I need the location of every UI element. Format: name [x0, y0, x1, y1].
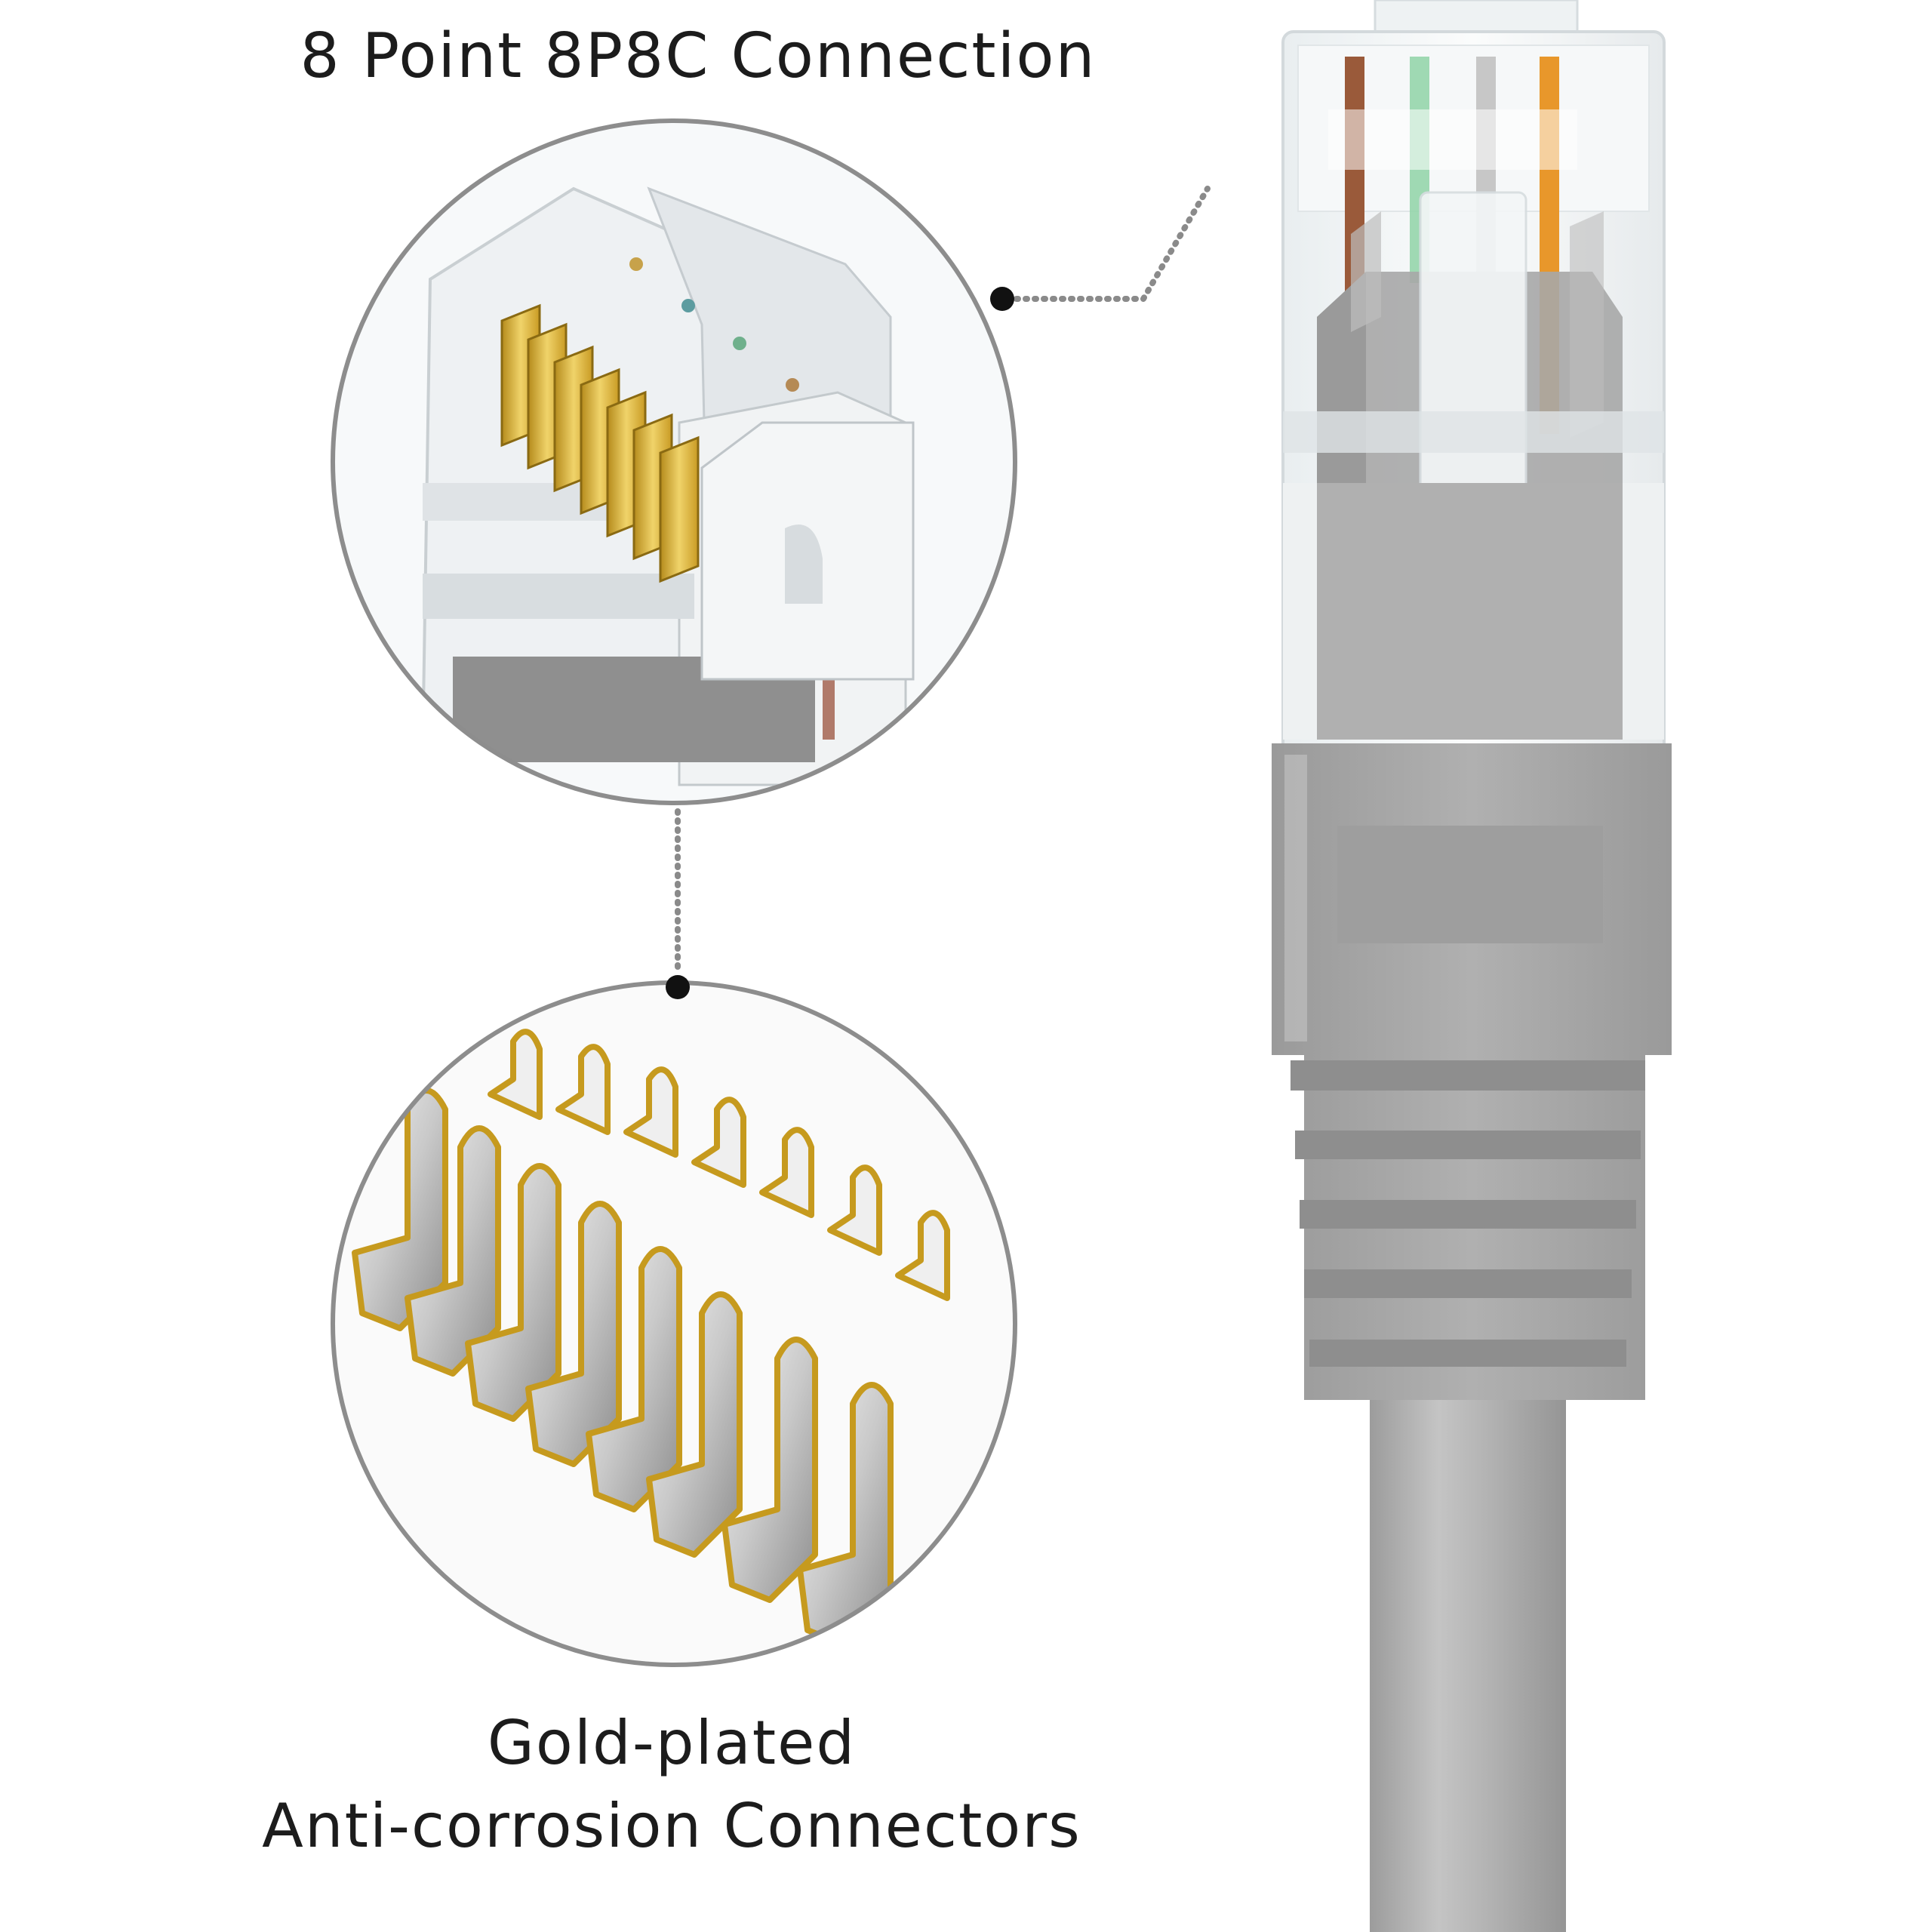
connector-detail-circle [331, 118, 1017, 805]
cable [1370, 1400, 1566, 1932]
callout-dot-icon [666, 975, 690, 999]
gold-pins-detail-circle [331, 980, 1017, 1667]
callout-dot-icon [990, 287, 1014, 311]
callout-lines [666, 186, 1211, 999]
connection-caption: 8 Point 8P8C Connection [300, 20, 1097, 92]
gold-plated-caption-line1: Gold-plated [487, 1708, 857, 1778]
cable-boot [1272, 743, 1672, 1400]
gold-plated-caption: Gold-plated Anti-corrosion Connectors [181, 1702, 1162, 1868]
gold-plated-caption-line2: Anti-corrosion Connectors [262, 1791, 1081, 1861]
rj45-plug [1281, 0, 1666, 758]
